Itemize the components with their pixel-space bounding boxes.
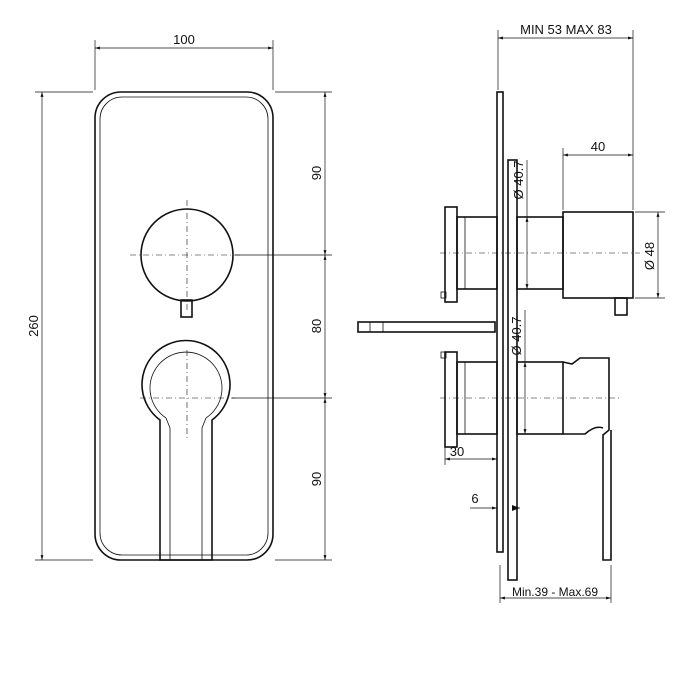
lever-side — [562, 357, 612, 561]
body-offset-label: 30 — [450, 444, 464, 459]
side-view: MIN 53 MAX 83 40 Ø 48 Ø 40.7 Ø 40.7 30 6… — [357, 22, 665, 603]
depth-label: MIN 53 MAX 83 — [520, 22, 612, 37]
segment-bottom-label: 90 — [309, 472, 324, 486]
knob-depth-label: 40 — [591, 139, 605, 154]
mixer-lever — [141, 339, 231, 561]
segment-middle-label: 80 — [309, 319, 324, 333]
lower-diameter-label: Ø 40.7 — [509, 316, 524, 355]
width-label: 100 — [173, 32, 195, 47]
cover-plate — [94, 91, 274, 561]
spindle — [357, 321, 496, 333]
height-label: 260 — [26, 315, 41, 337]
knob-diameter-label: Ø 48 — [642, 242, 657, 270]
cover-plate-side — [507, 159, 518, 581]
front-view: 100 260 90 80 90 — [26, 32, 332, 561]
wall-plate — [496, 91, 504, 553]
segment-top-label: 90 — [309, 166, 324, 180]
plate-thickness-label: 6 — [471, 491, 478, 506]
upper-diameter-label: Ø 40.7 — [511, 160, 526, 199]
knob-side — [562, 211, 634, 299]
knob-stem — [180, 299, 193, 318]
lever-depth-label: Min.39 - Max.69 — [512, 585, 598, 599]
